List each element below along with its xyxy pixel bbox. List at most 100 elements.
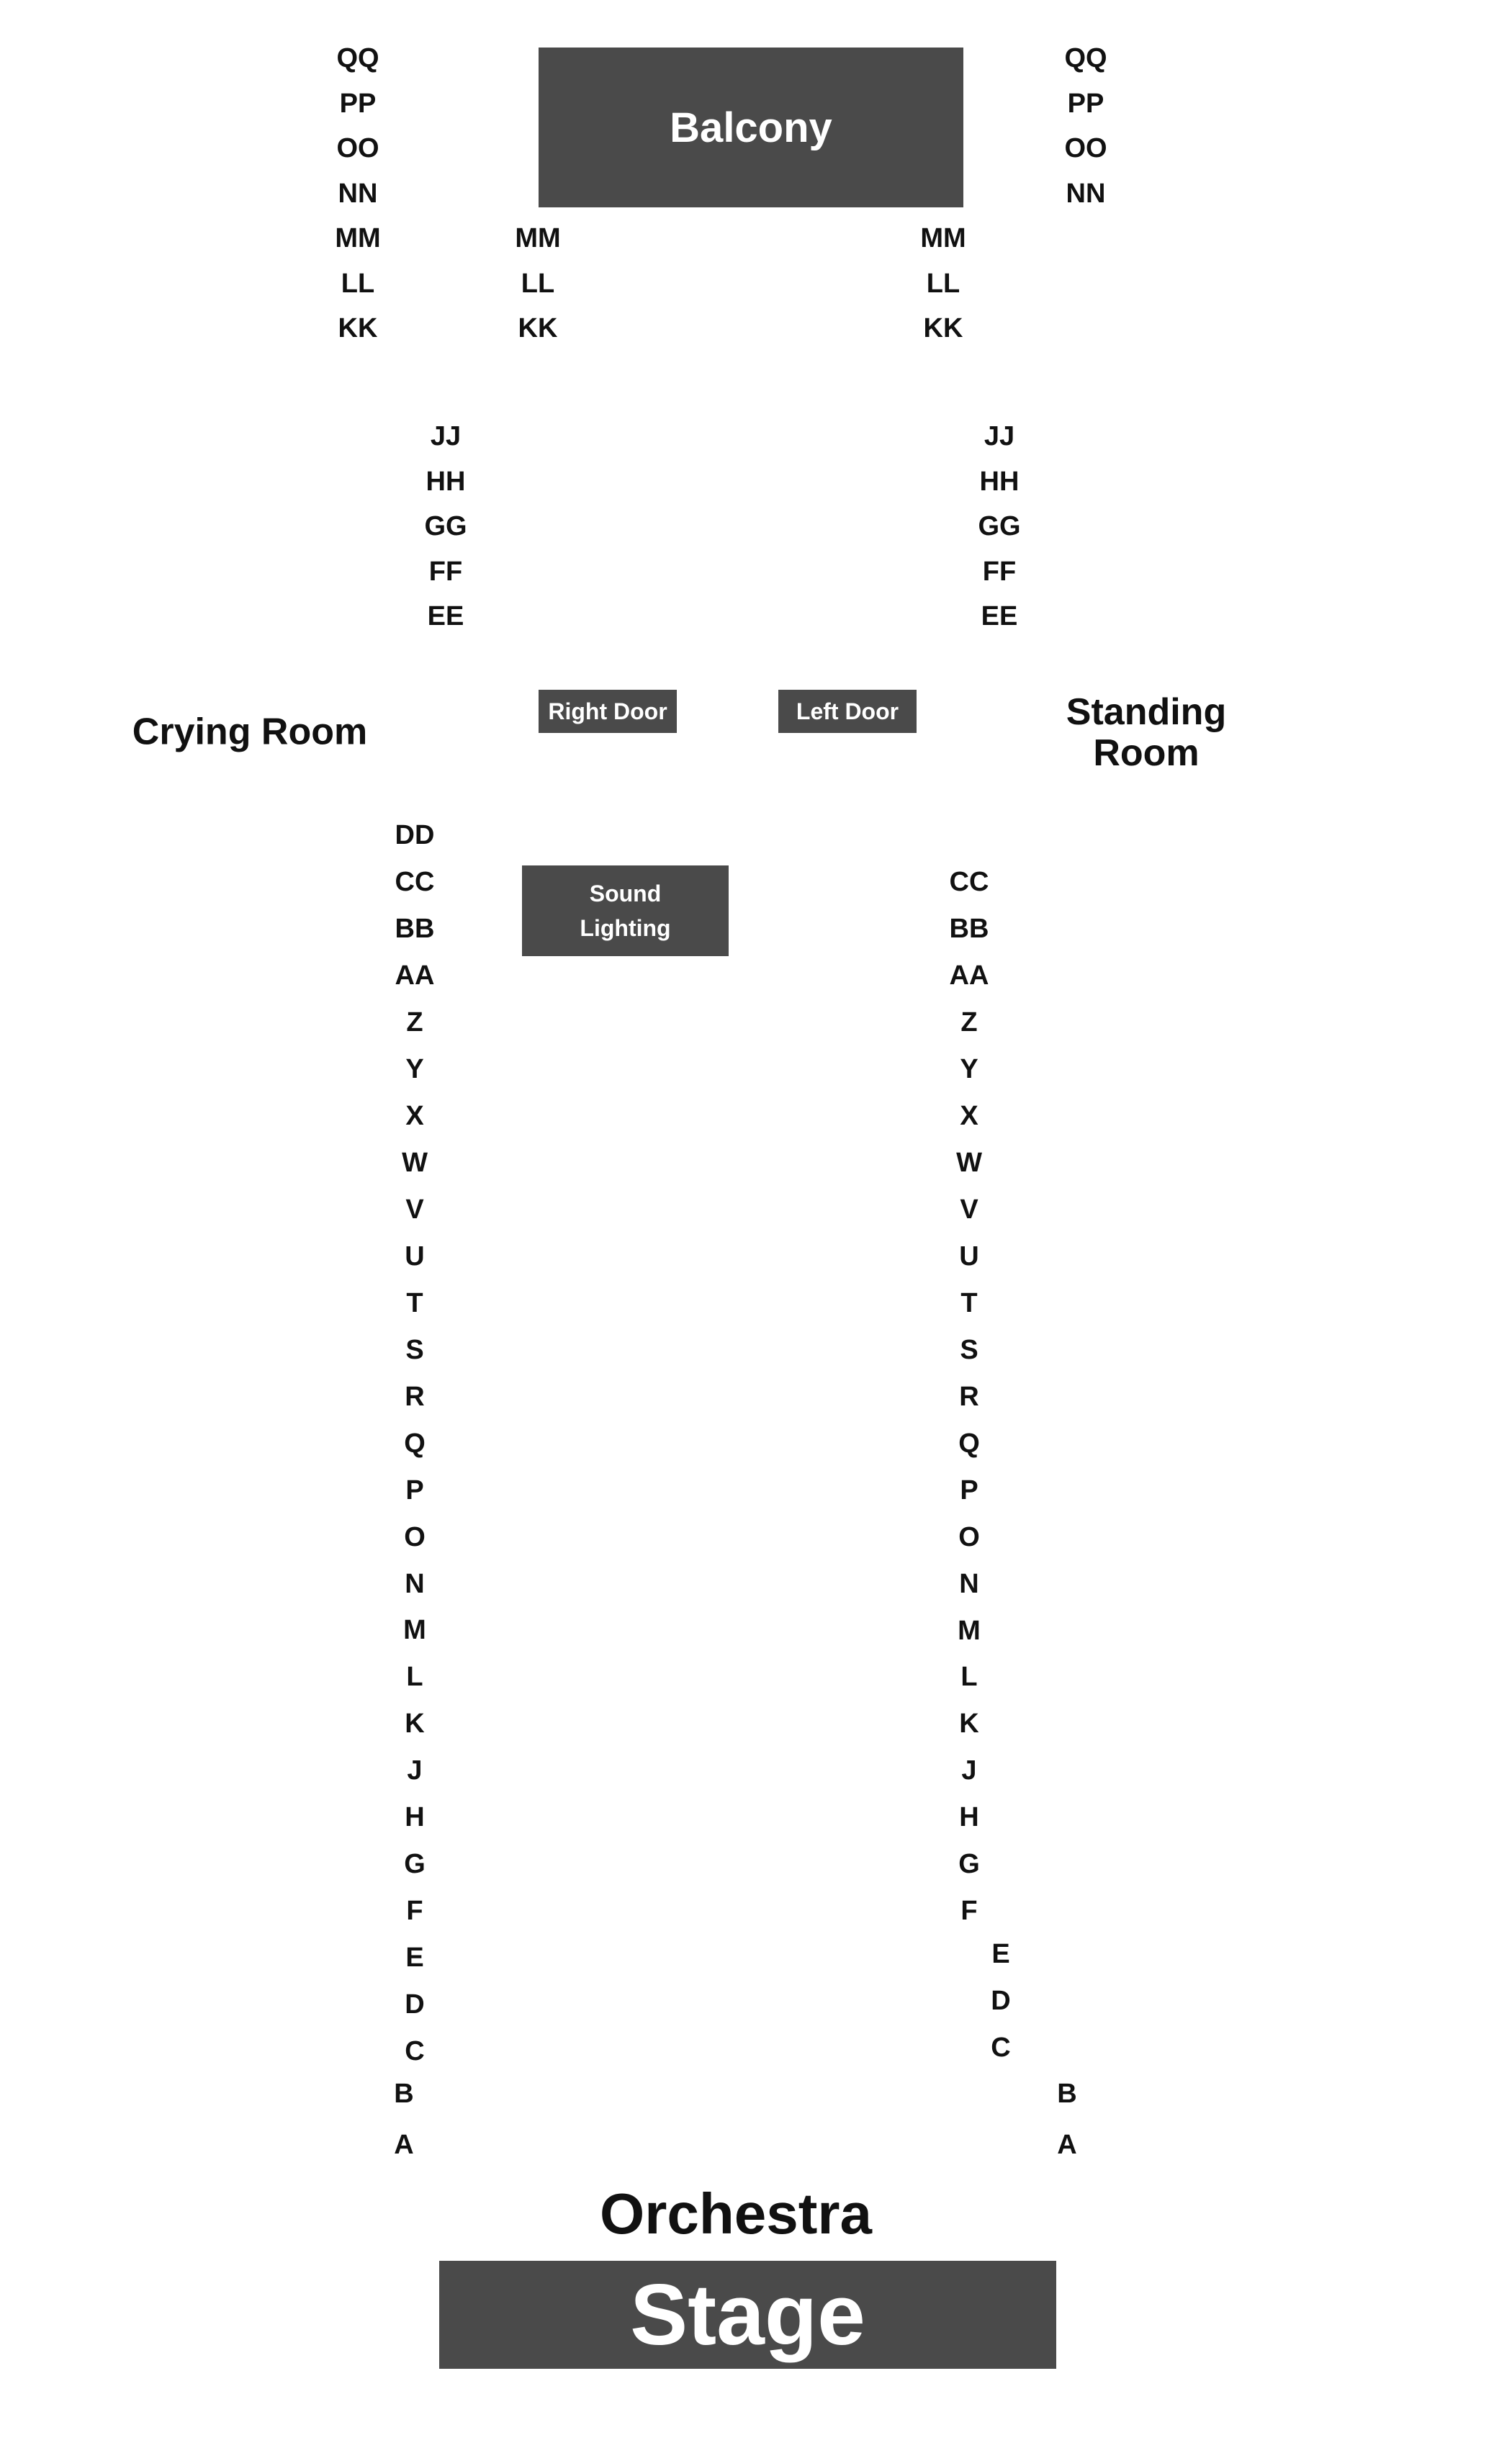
row-label-balcony-left-ll[interactable]: LL xyxy=(341,268,375,299)
row-label-front-left-b[interactable]: B xyxy=(394,2079,414,2109)
row-label-orchestra-left-k[interactable]: K xyxy=(405,1709,425,1740)
row-label-orchestra-right-front-d[interactable]: D xyxy=(991,1985,1011,2016)
row-label-balcony-left-qq[interactable]: QQ xyxy=(336,43,379,73)
row-label-orchestra-left-d[interactable]: D xyxy=(405,1989,425,2020)
row-label-orchestra-right-y[interactable]: Y xyxy=(960,1053,978,1084)
row-label-orchestra-right-t[interactable]: T xyxy=(960,1287,978,1318)
row-label-balcony-right-nn[interactable]: NN xyxy=(1066,178,1106,209)
orchestra-label: Orchestra xyxy=(600,2182,872,2246)
row-label-rear-left-jj[interactable]: JJ xyxy=(430,421,462,451)
right-door-block[interactable]: Right Door xyxy=(539,690,677,733)
row-label-rear-right-ee[interactable]: EE xyxy=(981,601,1018,631)
row-label-orchestra-left-r[interactable]: R xyxy=(405,1381,425,1412)
row-label-orchestra-left-q[interactable]: Q xyxy=(404,1428,426,1459)
row-label-rear-right-hh[interactable]: HH xyxy=(979,466,1020,497)
row-label-rear-left-ff[interactable]: FF xyxy=(428,556,463,587)
row-label-orchestra-right-w[interactable]: W xyxy=(956,1147,982,1178)
row-label-orchestra-right-q[interactable]: Q xyxy=(958,1428,980,1459)
row-label-orchestra-left-h[interactable]: H xyxy=(405,1802,425,1833)
row-label-balcony-left-mm[interactable]: MM xyxy=(335,223,381,253)
row-label-balcony-inner-left-kk[interactable]: KK xyxy=(518,313,558,343)
row-label-orchestra-left-f[interactable]: F xyxy=(406,1896,423,1927)
row-label-orchestra-right-v[interactable]: V xyxy=(960,1194,978,1225)
row-label-orchestra-left-x[interactable]: X xyxy=(405,1100,424,1131)
row-label-balcony-inner-right-kk[interactable]: KK xyxy=(923,313,963,343)
row-label-rear-left-hh[interactable]: HH xyxy=(426,466,466,497)
row-label-orchestra-right-k[interactable]: K xyxy=(959,1709,979,1740)
row-label-orchestra-right-z[interactable]: Z xyxy=(960,1007,978,1038)
row-label-balcony-right-oo[interactable]: OO xyxy=(1064,133,1107,163)
standing-room-label[interactable]: Standing Room xyxy=(1066,690,1227,774)
balcony-block[interactable]: Balcony xyxy=(539,48,963,207)
row-label-orchestra-left-n[interactable]: N xyxy=(405,1568,425,1599)
row-label-balcony-left-nn[interactable]: NN xyxy=(338,178,378,209)
row-label-orchestra-left-y[interactable]: Y xyxy=(405,1053,424,1084)
lighting-label: Lighting xyxy=(580,915,671,941)
standing-room-line2: Room xyxy=(1093,732,1200,774)
row-label-orchestra-right-m[interactable]: M xyxy=(958,1615,981,1646)
row-label-rear-left-ee[interactable]: EE xyxy=(427,601,464,631)
row-label-orchestra-left-w[interactable]: W xyxy=(402,1147,428,1178)
row-label-balcony-left-oo[interactable]: OO xyxy=(336,133,379,163)
row-label-orchestra-right-o[interactable]: O xyxy=(958,1521,980,1552)
row-label-balcony-inner-left-mm[interactable]: MM xyxy=(515,223,561,253)
row-label-orchestra-right-u[interactable]: U xyxy=(959,1241,979,1272)
balcony-label: Balcony xyxy=(670,104,832,151)
row-label-orchestra-right-cc[interactable]: CC xyxy=(949,867,989,897)
row-label-orchestra-left-m[interactable]: M xyxy=(403,1615,426,1646)
crying-room-label[interactable]: Crying Room xyxy=(132,711,368,753)
row-label-balcony-right-qq[interactable]: QQ xyxy=(1064,43,1107,73)
left-door-block[interactable]: Left Door xyxy=(778,690,917,733)
row-label-balcony-inner-left-ll[interactable]: LL xyxy=(521,268,555,299)
stage-block[interactable]: Stage xyxy=(439,2261,1056,2369)
standing-room-line1: Standing xyxy=(1066,690,1227,733)
row-label-orchestra-right-bb[interactable]: BB xyxy=(949,913,989,944)
stage-label: Stage xyxy=(630,2267,865,2363)
row-label-orchestra-right-r[interactable]: R xyxy=(959,1381,979,1412)
row-label-orchestra-left-u[interactable]: U xyxy=(405,1241,425,1272)
row-label-orchestra-left-p[interactable]: P xyxy=(405,1475,424,1506)
row-label-orchestra-right-l[interactable]: L xyxy=(960,1662,978,1693)
row-label-front-right-b[interactable]: B xyxy=(1057,2079,1077,2109)
row-label-balcony-inner-right-mm[interactable]: MM xyxy=(920,223,966,253)
row-label-orchestra-right-j[interactable]: J xyxy=(961,1755,977,1786)
row-label-orchestra-left-l[interactable]: L xyxy=(406,1662,423,1693)
row-label-balcony-left-kk[interactable]: KK xyxy=(338,313,378,343)
row-label-balcony-left-pp[interactable]: PP xyxy=(339,88,377,119)
row-label-orchestra-right-s[interactable]: S xyxy=(960,1334,978,1365)
row-label-orchestra-right-aa[interactable]: AA xyxy=(949,960,989,991)
row-label-orchestra-left-o[interactable]: O xyxy=(404,1521,426,1552)
row-label-orchestra-left-t[interactable]: T xyxy=(406,1287,423,1318)
sound-lighting-booth[interactable]: Sound Lighting xyxy=(522,865,729,956)
left-door-label: Left Door xyxy=(796,698,899,724)
row-label-rear-right-jj[interactable]: JJ xyxy=(984,421,1015,451)
row-label-orchestra-right-h[interactable]: H xyxy=(959,1802,979,1833)
row-label-rear-right-gg[interactable]: GG xyxy=(978,511,1021,541)
row-label-orchestra-right-f[interactable]: F xyxy=(960,1896,978,1927)
row-label-balcony-inner-right-ll[interactable]: LL xyxy=(926,268,960,299)
row-label-orchestra-right-g[interactable]: G xyxy=(958,1849,980,1880)
row-label-orchestra-right-p[interactable]: P xyxy=(960,1475,978,1506)
row-label-orchestra-left-dd[interactable]: DD xyxy=(395,820,435,850)
row-label-orchestra-left-e[interactable]: E xyxy=(405,1943,424,1974)
row-label-orchestra-left-z[interactable]: Z xyxy=(406,1007,423,1038)
row-label-rear-right-ff[interactable]: FF xyxy=(982,556,1017,587)
row-label-orchestra-left-aa[interactable]: AA xyxy=(395,960,435,991)
row-label-orchestra-left-v[interactable]: V xyxy=(405,1194,424,1225)
row-label-orchestra-left-cc[interactable]: CC xyxy=(395,866,435,897)
sound-label: Sound xyxy=(589,881,662,906)
row-label-rear-left-gg[interactable]: GG xyxy=(424,511,467,541)
row-label-orchestra-right-front-e[interactable]: E xyxy=(991,1939,1010,1969)
row-label-orchestra-left-s[interactable]: S xyxy=(405,1334,424,1365)
row-label-orchestra-left-j[interactable]: J xyxy=(407,1755,423,1786)
row-label-orchestra-right-front-c[interactable]: C xyxy=(991,2032,1011,2063)
row-label-orchestra-left-bb[interactable]: BB xyxy=(395,913,435,944)
row-label-front-right-a[interactable]: A xyxy=(1057,2130,1077,2160)
row-label-orchestra-left-g[interactable]: G xyxy=(404,1849,426,1880)
row-label-orchestra-right-n[interactable]: N xyxy=(959,1568,979,1599)
row-label-orchestra-right-x[interactable]: X xyxy=(960,1100,978,1131)
row-label-balcony-right-pp[interactable]: PP xyxy=(1067,88,1104,119)
row-label-orchestra-left-c[interactable]: C xyxy=(405,2036,425,2067)
row-label-front-left-a[interactable]: A xyxy=(394,2130,414,2160)
